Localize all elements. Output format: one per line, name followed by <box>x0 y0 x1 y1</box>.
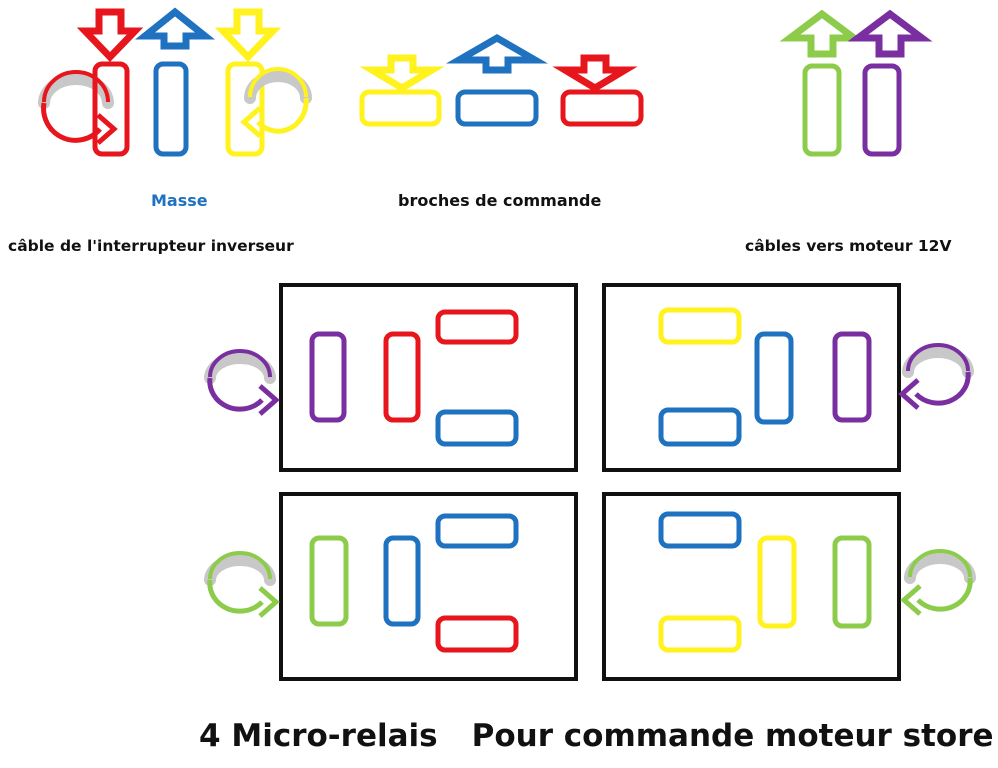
relay2-yellow-control <box>658 307 742 345</box>
blue-pin <box>153 61 189 157</box>
red-wrap-arrow-head <box>96 113 118 145</box>
green-up-arrow <box>779 9 865 58</box>
diagram-shapes <box>38 7 976 681</box>
relay3-green-pin <box>309 535 349 627</box>
yellow-down-arrow <box>214 8 282 63</box>
relay4-green-pin <box>832 535 872 629</box>
relay3-blue-pin <box>383 535 421 627</box>
relay4-green-wrap-arrow-head <box>900 584 922 616</box>
relay2-purple-wrap-arrow-head <box>898 378 920 410</box>
yellow-wrap-arrow-head <box>240 106 262 138</box>
relay3-red-control <box>435 615 519 653</box>
relay1-purple-wrap-arrow-curve <box>207 377 264 412</box>
relay4-blue-control <box>658 511 742 549</box>
relay1-red-control <box>435 309 519 345</box>
page-title: 4 Micro-relais Pour commande moteur store <box>199 718 994 754</box>
red-wrap-arrow-band-outline <box>42 70 110 103</box>
motor-cables-label: câbles vers moteur 12V <box>745 237 952 255</box>
title-part-1: 4 Micro-relais <box>199 718 438 754</box>
relay-box-2 <box>602 283 901 472</box>
relay1-red-pin <box>383 331 421 423</box>
relay3-green-wrap-arrow-curve <box>207 579 264 614</box>
yellow-down-arrow-2 <box>359 54 445 93</box>
relay2-purple-pin <box>832 331 872 423</box>
blue-up-arrow-2 <box>445 33 549 74</box>
relay1-purple-pin <box>309 331 347 423</box>
relay4-green-wrap-arrow-band-outline <box>908 549 972 578</box>
relay1-purple-wrap-arrow-band-outline <box>208 349 272 378</box>
relay4-green-wrap-arrow-curve <box>916 577 973 612</box>
relay1-purple-wrap-arrow-head <box>258 384 280 416</box>
red-down-arrow-2 <box>552 54 638 93</box>
relay4-yellow-pin <box>757 535 797 629</box>
relay-box-3 <box>279 492 578 681</box>
blue-up-arrow <box>135 7 215 50</box>
relay2-blue-pin <box>754 331 794 425</box>
title-part-2: Pour commande moteur store <box>471 718 994 754</box>
relay-box-1 <box>279 283 578 472</box>
relay3-green-wrap-arrow-band-outline <box>208 551 272 580</box>
relay-box-4 <box>602 492 901 681</box>
relay4-yellow-control <box>658 615 742 653</box>
switch-cable-label: câble de l'interrupteur inverseur <box>8 237 294 255</box>
relay3-blue-control <box>435 513 519 549</box>
relay2-blue-control <box>658 407 742 447</box>
purple-up-arrow <box>847 9 933 58</box>
yellow-control-pin <box>359 89 442 127</box>
green-pin <box>802 63 842 157</box>
blue-control-pin <box>455 89 539 127</box>
relay3-green-wrap-arrow-head <box>258 586 280 618</box>
red-pin <box>92 61 130 157</box>
red-wrap-arrow-curve <box>41 102 102 143</box>
red-down-arrow <box>76 8 144 63</box>
red-control-pin <box>560 89 644 127</box>
relay2-purple-wrap-arrow-band-outline <box>906 343 970 372</box>
yellow-pin <box>225 61 265 157</box>
relay2-purple-wrap-arrow-curve <box>914 371 971 406</box>
yellow-wrap-arrow-band-outline <box>248 67 308 98</box>
relay1-blue-control <box>435 409 519 447</box>
ground-label: Masse <box>151 191 208 210</box>
purple-pin <box>862 63 902 157</box>
control-pins-label: broches de commande <box>398 191 602 210</box>
yellow-wrap-arrow-curve <box>256 97 309 134</box>
